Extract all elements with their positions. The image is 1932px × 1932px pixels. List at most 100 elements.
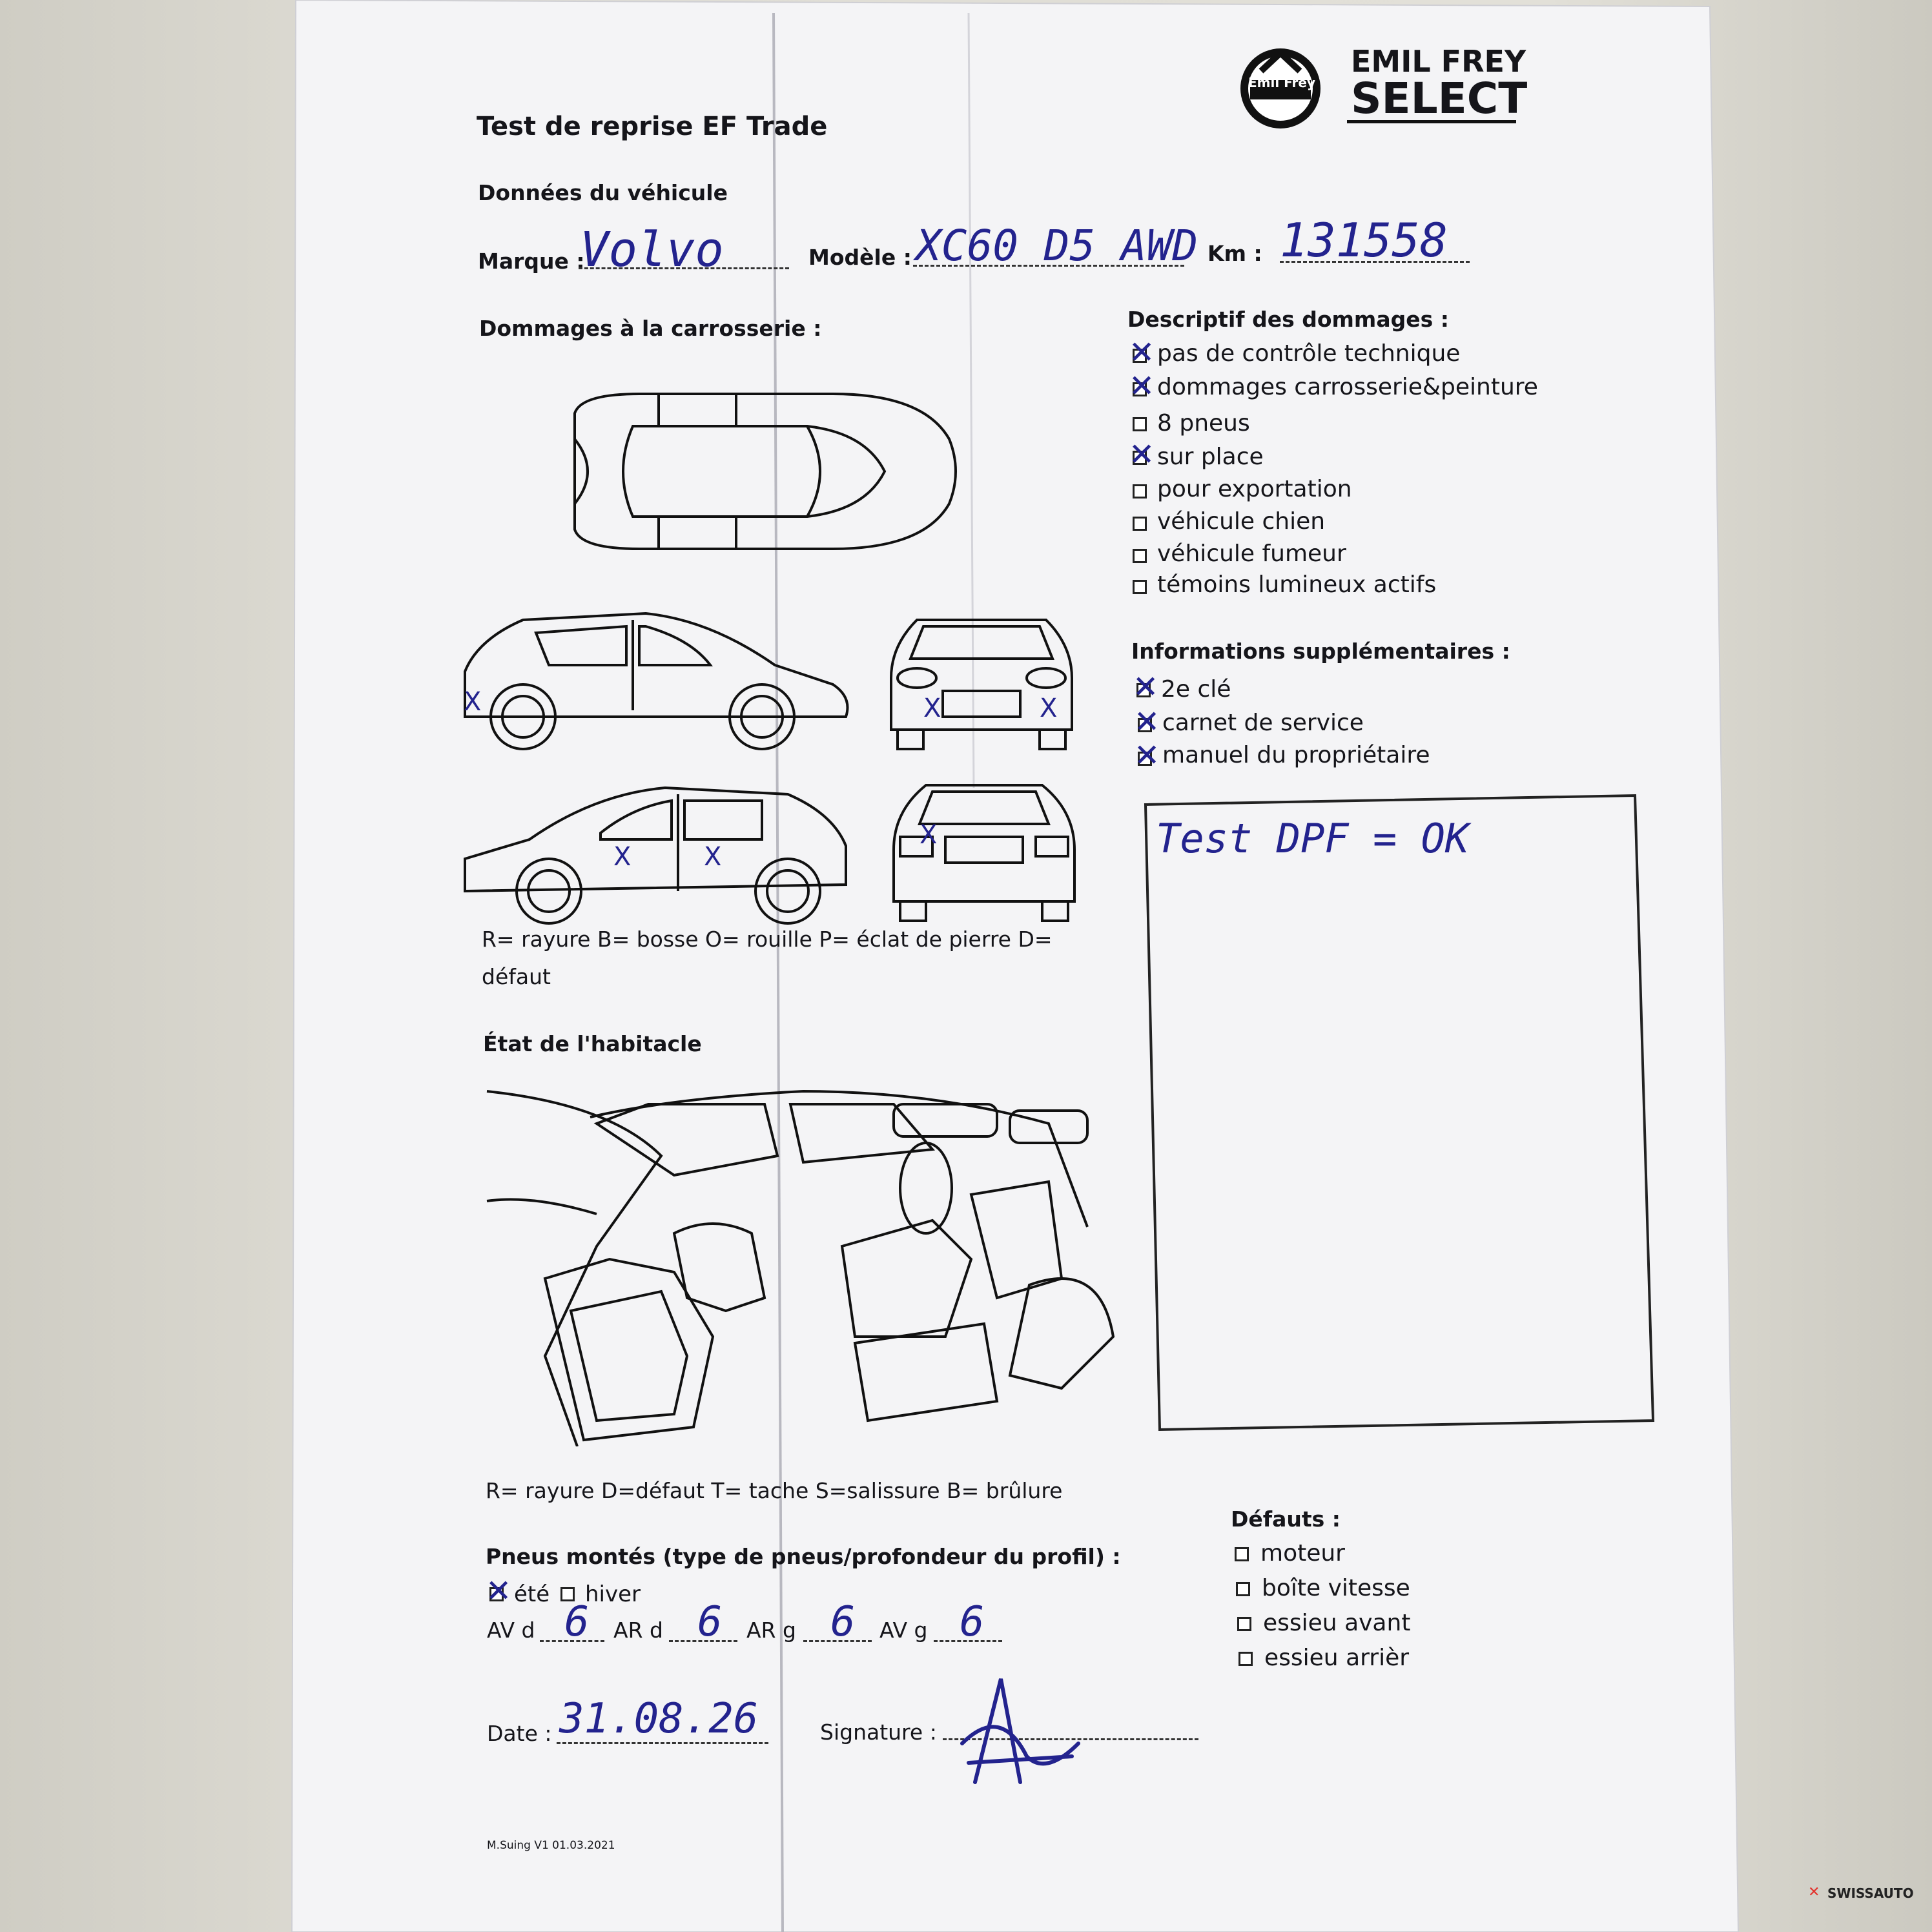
checkbox-body-paint[interactable] [1133, 382, 1147, 396]
item-engine: moteur [1260, 1540, 1345, 1567]
notes-text[interactable]: Test DPF = OK [1156, 815, 1470, 862]
extra-info-title: Informations supplémentaires : [1131, 639, 1510, 664]
damage-description-title: Descriptif des dommages : [1127, 307, 1449, 332]
make-line [579, 267, 789, 269]
checkbox-engine[interactable] [1235, 1547, 1249, 1561]
check-mark-icon: ✕ [1134, 704, 1160, 740]
signature-label: Signature : [820, 1720, 937, 1745]
tires-title: Pneus montés (type de pneus/profondeur d… [486, 1544, 1121, 1569]
checkbox-export[interactable] [1133, 484, 1147, 498]
checkbox-no-inspection[interactable] [1133, 349, 1147, 363]
svg-text:X: X [1040, 694, 1057, 723]
svg-text:X: X [920, 820, 937, 850]
checkbox-warning-lights[interactable] [1133, 580, 1147, 594]
svg-text:X: X [613, 842, 631, 872]
km-label: Km : [1208, 241, 1262, 266]
date-line [557, 1742, 768, 1744]
model-line [913, 265, 1184, 267]
check-mark-icon: ✕ [1133, 669, 1159, 705]
ar-d-label: AR d [613, 1618, 663, 1643]
item-export: pour exportation [1157, 476, 1352, 502]
brand-line1: EMIL FREY [1351, 44, 1526, 79]
interior-legend: R= rayure D=défaut T= tache S=salissure … [486, 1478, 1063, 1503]
checkbox-winter[interactable] [560, 1587, 575, 1601]
make-value[interactable]: Volvo [580, 222, 724, 278]
km-line [1280, 261, 1470, 263]
checkbox-8-tires[interactable] [1133, 417, 1147, 431]
item-front-axle: essieu avant [1263, 1610, 1411, 1636]
body-legend-line2: défaut [482, 964, 551, 989]
emil-frey-emblem-icon [1240, 48, 1321, 128]
av-d-line [540, 1640, 604, 1642]
car-rear-view-icon: X [892, 784, 1076, 922]
watermark-x-icon: ✕ [1808, 1884, 1820, 1900]
ar-d-line [669, 1640, 737, 1642]
checkbox-gearbox[interactable] [1236, 1582, 1250, 1596]
check-mark-icon: ✕ [1129, 368, 1155, 404]
car-top-view-icon [573, 393, 957, 550]
svg-text:X: X [704, 842, 721, 872]
signature-scribble[interactable] [949, 1666, 1091, 1795]
version-text: M.Suing V1 01.03.2021 [487, 1839, 615, 1852]
ar-g-label: AR g [746, 1618, 796, 1643]
checkbox-rear-axle[interactable] [1238, 1652, 1253, 1666]
av-d-label: AV d [487, 1618, 535, 1643]
ar-d-value[interactable]: 6 [697, 1598, 723, 1646]
item-warning-lights: témoins lumineux actifs [1157, 571, 1437, 598]
checkbox-summer[interactable] [489, 1587, 504, 1601]
check-mark-icon: ✕ [1129, 334, 1155, 371]
item-dog-vehicle: véhicule chien [1157, 508, 1326, 535]
ar-g-value[interactable]: 6 [830, 1598, 856, 1646]
signature-line [943, 1738, 1198, 1740]
notes-box[interactable] [1143, 793, 1660, 1439]
svg-text:X: X [923, 694, 941, 723]
watermark-text: SWISSAUTO [1827, 1886, 1914, 1901]
brand-line2: SELECT [1351, 74, 1528, 123]
vehicle-section-title: Données du véhicule [478, 180, 728, 205]
item-body-paint: dommages carrosserie&peinture [1157, 374, 1538, 400]
item-owner-manual: manuel du propriétaire [1162, 742, 1430, 768]
av-g-line [934, 1640, 1002, 1642]
check-mark-icon: ✕ [486, 1573, 512, 1609]
item-second-key: 2e clé [1161, 676, 1231, 703]
av-g-label: AV g [879, 1618, 928, 1643]
item-service-book: carnet de service [1162, 710, 1364, 736]
checkbox-smoker-vehicle[interactable] [1133, 549, 1147, 563]
brand-underline [1347, 120, 1516, 123]
item-rear-axle: essieu arrièr [1264, 1645, 1410, 1671]
checkbox-owner-manual[interactable] [1138, 752, 1152, 766]
car-front-view-icon: X X [890, 619, 1073, 750]
model-label: Modèle : [808, 245, 912, 270]
checkbox-on-site[interactable] [1133, 451, 1147, 465]
check-mark-icon: ✕ [1129, 437, 1155, 473]
summer-label: été [514, 1581, 550, 1607]
body-damage-title: Dommages à la carrosserie : [479, 316, 822, 341]
date-value[interactable]: 31.08.26 [559, 1695, 759, 1743]
emblem-text: Emil Frey [1248, 75, 1316, 90]
checkbox-dog-vehicle[interactable] [1133, 517, 1147, 531]
checkbox-service-book[interactable] [1138, 718, 1152, 732]
item-on-site: sur place [1157, 444, 1264, 470]
interior-title: État de l'habitacle [483, 1031, 702, 1056]
av-g-value[interactable]: 6 [960, 1598, 985, 1646]
car-left-side-icon: X [464, 611, 849, 750]
km-value[interactable]: 131558 [1280, 213, 1448, 267]
page-title: Test de reprise EF Trade [477, 112, 828, 141]
checkbox-front-axle[interactable] [1237, 1617, 1251, 1631]
car-interior-icon [486, 1089, 1115, 1446]
ar-g-line [803, 1640, 872, 1642]
item-gearbox: boîte vitesse [1262, 1575, 1410, 1601]
checkbox-second-key[interactable] [1136, 683, 1151, 697]
svg-text:X: X [464, 687, 481, 717]
body-legend-line1: R= rayure B= bosse O= rouille P= éclat d… [482, 927, 1053, 952]
check-mark-icon: ✕ [1134, 737, 1160, 774]
item-8-tires: 8 pneus [1157, 410, 1250, 437]
model-value[interactable]: XC60 D5 AWD [916, 221, 1198, 271]
item-no-inspection: pas de contrôle technique [1157, 340, 1461, 367]
item-smoker-vehicle: véhicule fumeur [1157, 540, 1346, 567]
av-d-value[interactable]: 6 [564, 1598, 590, 1646]
date-label: Date : [487, 1721, 552, 1746]
winter-label: hiver [585, 1581, 641, 1607]
defects-title: Défauts : [1231, 1506, 1341, 1532]
